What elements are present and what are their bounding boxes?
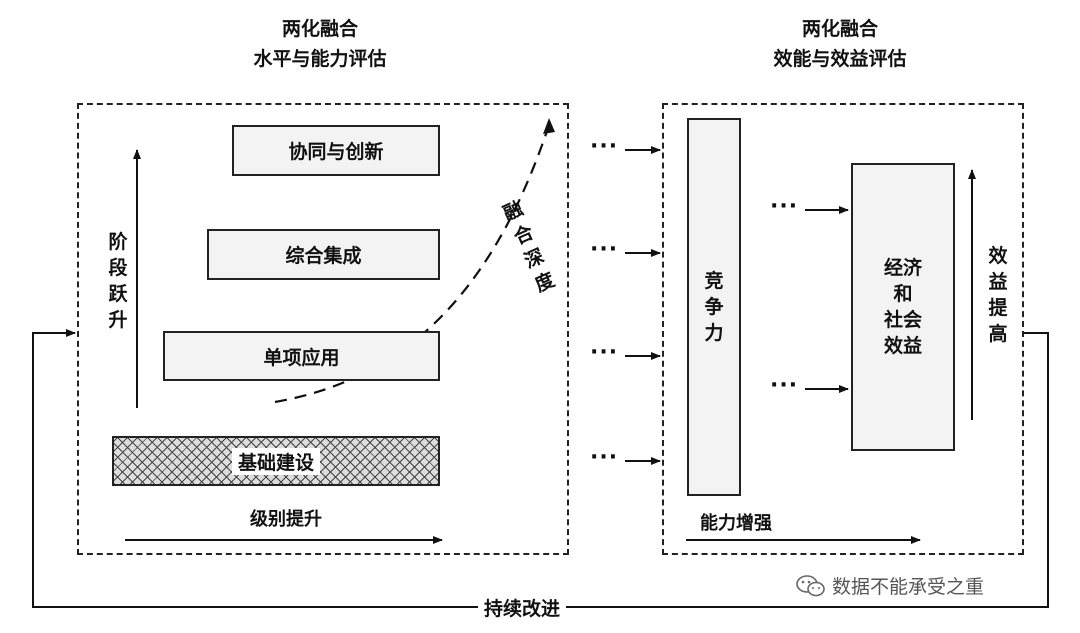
level-synergy-label: 协同与创新 [288,141,384,163]
benefits-box: 经济 和 社会 效益 [851,163,955,451]
left-title-line2: 水平与能力评估 [253,48,387,70]
competitiveness-label: 竞 争 力 [704,270,724,344]
left-panel [77,103,569,555]
right-panel [662,103,1024,555]
benefit-up-label: 效 益 提 高 [988,245,1008,345]
continuous-improvement-label: 持续改进 [478,594,567,621]
inner-dots-1: ··· [770,194,799,219]
stage-jump-label: 阶 段 跃 升 [108,231,128,331]
left-title-line1: 两化融合 [281,18,358,40]
chat-logo-icon [796,574,825,596]
level-single: 单项应用 [163,331,440,381]
fusion-curve [274,127,550,404]
level-integration-label: 综合集成 [285,245,362,267]
connector-dots-3: ··· [590,340,619,365]
level-foundation: 基础建设 [112,436,440,486]
connector-dots-2: ··· [590,237,619,262]
right-title-line2: 效能与效益评估 [773,48,907,70]
connector-dots-1: ··· [590,134,619,159]
right-title: 两化融合 效能与效益评估 [740,14,940,74]
right-title-line1: 两化融合 [801,18,878,40]
watermark: 数据不能承受之重 [796,572,984,599]
level-foundation-label: 基础建设 [231,447,320,475]
capability-label: 能力增强 [700,513,772,534]
inner-dots-2: ··· [770,373,799,398]
level-up-label: 级别提升 [250,509,322,530]
level-single-label: 单项应用 [263,346,340,369]
benefits-label: 经济 和 社会 效益 [883,257,922,357]
watermark-text: 数据不能承受之重 [832,576,985,598]
left-title: 两化融合 水平与能力评估 [220,14,420,74]
competitiveness-box: 竞 争 力 [687,118,741,496]
level-synergy: 协同与创新 [232,125,440,176]
level-integration: 综合集成 [207,229,440,280]
connector-dots-4: ··· [590,445,619,470]
